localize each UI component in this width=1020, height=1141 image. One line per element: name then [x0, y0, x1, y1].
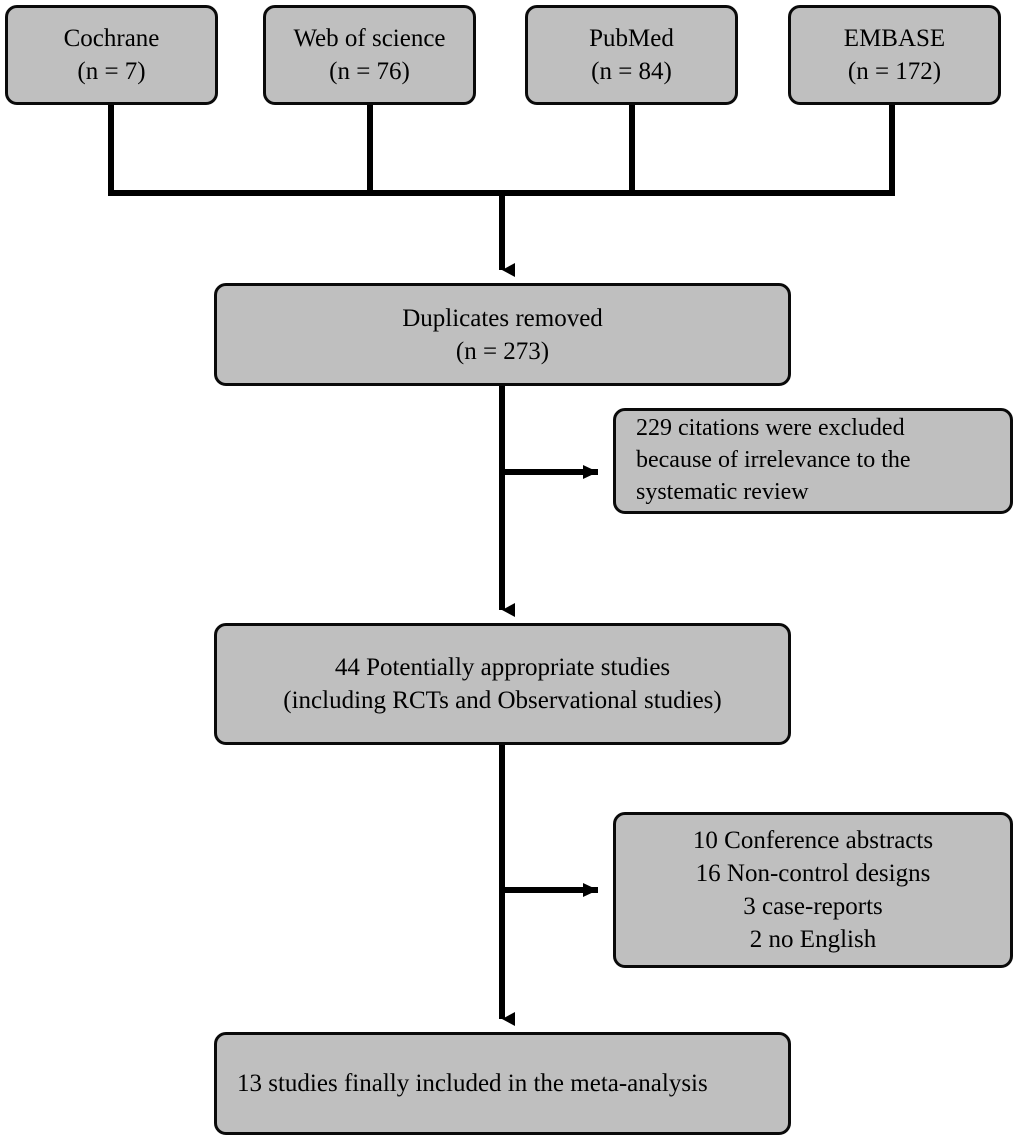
excluded-irrelevant-line-3: systematic review — [636, 478, 809, 505]
included-text: 13 studies finally included in the meta-… — [237, 1070, 708, 1097]
node-excluded-designs: 10 Conference abstracts 16 Non-control d… — [613, 812, 1013, 968]
source-name: Cochrane — [63, 25, 160, 52]
source-name: EMBASE — [843, 25, 946, 52]
potential-line-1: 44 Potentially appropriate studies — [334, 654, 671, 681]
source-count: (n = 172) — [847, 58, 942, 85]
excluded-irrelevant-line-1: 229 citations were excluded — [636, 415, 905, 442]
excluded-designs-line-1: 10 Conference abstracts — [692, 827, 934, 854]
source-count: (n = 76) — [329, 58, 410, 85]
source-count: (n = 84) — [591, 58, 672, 85]
source-name: Web of science — [293, 25, 446, 52]
node-excluded-irrelevant: 229 citations were excluded because of i… — [613, 408, 1013, 514]
potential-line-2: (including RCTs and Observational studie… — [283, 687, 722, 714]
node-duplicates-removed: Duplicates removed (n = 273) — [214, 283, 791, 386]
node-potentially-appropriate-studies: 44 Potentially appropriate studies (incl… — [214, 623, 791, 745]
excluded-designs-line-2: 16 Non-control designs — [695, 860, 931, 887]
excluded-irrelevant-line-2: because of irrelevance to the — [636, 447, 911, 474]
node-source-embase: EMBASE (n = 172) — [788, 5, 1001, 105]
node-source-cochrane: Cochrane (n = 7) — [5, 5, 218, 105]
duplicates-title: Duplicates removed — [402, 304, 603, 332]
node-source-web-of-science: Web of science (n = 76) — [263, 5, 476, 105]
excluded-designs-line-3: 3 case-reports — [743, 893, 883, 920]
source-count: (n = 7) — [77, 58, 146, 85]
duplicates-count: (n = 273) — [455, 337, 550, 365]
node-studies-included: 13 studies finally included in the meta-… — [214, 1032, 791, 1135]
source-name: PubMed — [589, 25, 674, 52]
node-source-pubmed: PubMed (n = 84) — [525, 5, 738, 105]
excluded-designs-line-4: 2 no English — [749, 926, 877, 953]
